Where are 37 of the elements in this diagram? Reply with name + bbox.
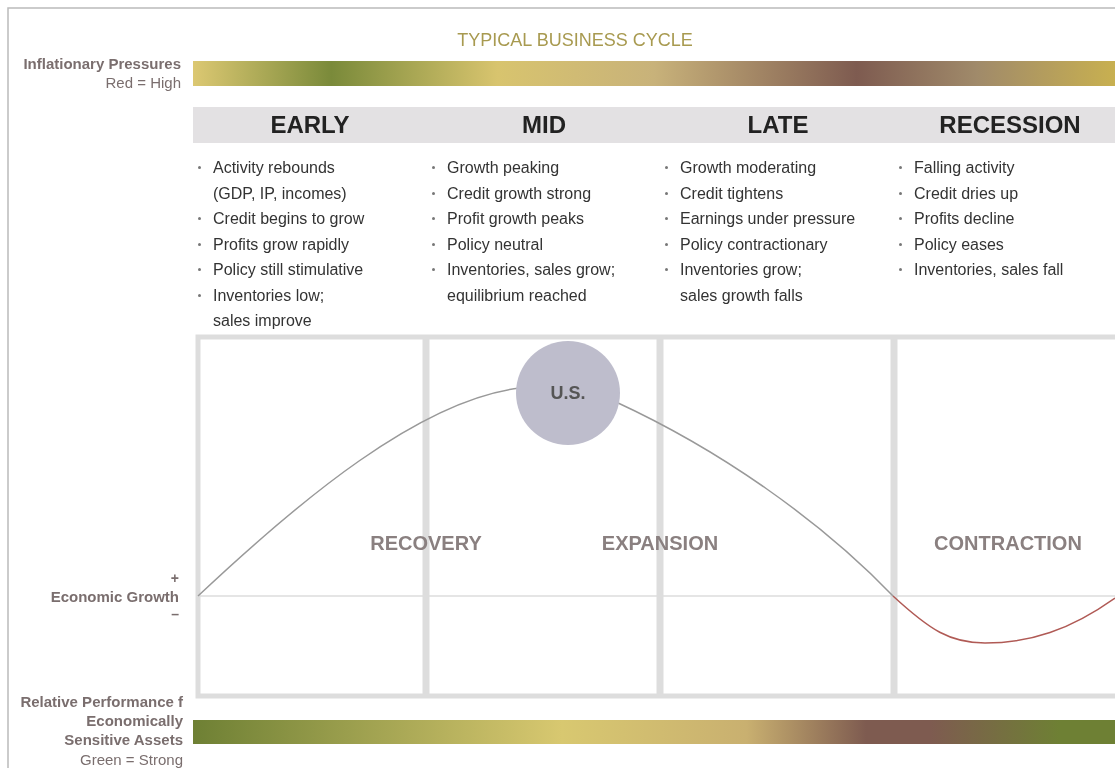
phase-heading: MID	[522, 110, 566, 140]
phase-heading: RECESSION	[939, 110, 1081, 140]
bullet-text: Policy still stimulative	[213, 260, 365, 280]
axis-label: Relative Performance f Economically Sensitive Assets	[19, 692, 183, 749]
bullet-text: Credit tightens	[680, 183, 785, 204]
phase-heading: LATE	[747, 110, 809, 140]
bullet-text: Policy neutral	[447, 234, 545, 255]
minus-sign: –	[171, 605, 179, 624]
bullet-text: Profits decline	[914, 209, 1016, 229]
bullet-text: Inventories, sales grow; equilibrium reached	[447, 260, 617, 306]
axis-note: Green = Strong	[80, 750, 183, 768]
performance-gradient-bar	[193, 720, 1115, 744]
axis-label: Inflationary Pressures	[23, 54, 181, 74]
bullet-text: Falling activity	[914, 158, 1016, 178]
bullet-text: Credit dries up	[914, 183, 1020, 204]
inflation-gradient-bar	[193, 61, 1115, 86]
bullet-text: Credit begins to grow	[213, 209, 366, 229]
phase-label: CONTRACTION	[933, 531, 1083, 556]
bullet-text: Profit growth peaks	[447, 209, 585, 229]
chart-title: TYPICAL BUSINESS CYCLE	[456, 29, 694, 52]
phase-heading: EARLY	[270, 110, 350, 140]
bullet-text: Growth moderating	[680, 158, 818, 178]
axis-label: Economic Growth	[50, 587, 179, 607]
bullet-text: Policy contractionary	[680, 234, 829, 255]
axis-note: Red = High	[105, 73, 181, 93]
phase-label: EXPANSION	[600, 531, 720, 556]
bullet-text: Growth peaking	[447, 158, 561, 178]
plus-sign: +	[170, 569, 179, 588]
bullet-text: Profits grow rapidly	[213, 234, 351, 255]
bullet-text: Activity rebounds (GDP, IP, incomes)	[213, 158, 348, 204]
bullet-text: Credit growth strong	[447, 183, 593, 204]
phase-label: RECOVERY	[369, 531, 483, 556]
bullet-text: Policy eases	[914, 234, 1005, 255]
bullet-text: Inventories, sales fall	[914, 260, 1065, 280]
bullet-text: Inventories grow; sales growth falls	[680, 260, 804, 306]
bullet-text: Earnings under pressure	[680, 209, 857, 229]
bullet-text: Inventories low; sales improve	[213, 285, 326, 331]
